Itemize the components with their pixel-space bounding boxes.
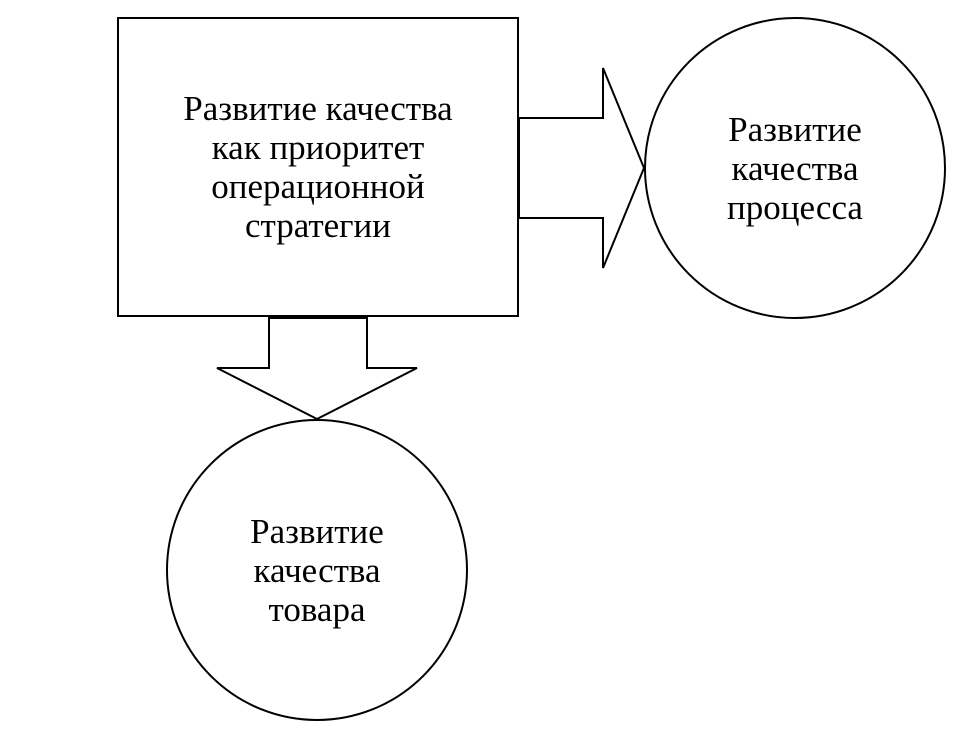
process-label-line-3: процесса — [727, 187, 863, 227]
product-label-line-3: товара — [268, 589, 366, 629]
strategy-box — [117, 17, 519, 317]
arrow-to-product — [216, 317, 418, 421]
arrow-to-process — [518, 67, 646, 269]
strategy-label-line-1: Развитие качества — [183, 89, 453, 128]
process-circle-label: Развитие качества процесса — [645, 18, 945, 318]
product-circle — [166, 419, 468, 721]
product-label-line-2: качества — [253, 550, 381, 590]
process-label-line-1: Развитие — [728, 109, 862, 149]
strategy-box-label: Развитие качества как приоритет операцио… — [118, 18, 518, 316]
strategy-label-line-3: операционной — [211, 167, 425, 206]
product-label-line-1: Развитие — [250, 511, 384, 551]
strategy-label-line-4: стратегии — [244, 206, 392, 245]
product-circle-label: Развитие качества товара — [167, 420, 467, 720]
strategy-label-line-2: как приоритет — [211, 128, 425, 167]
process-circle — [644, 17, 946, 319]
process-label-line-2: качества — [731, 148, 859, 188]
